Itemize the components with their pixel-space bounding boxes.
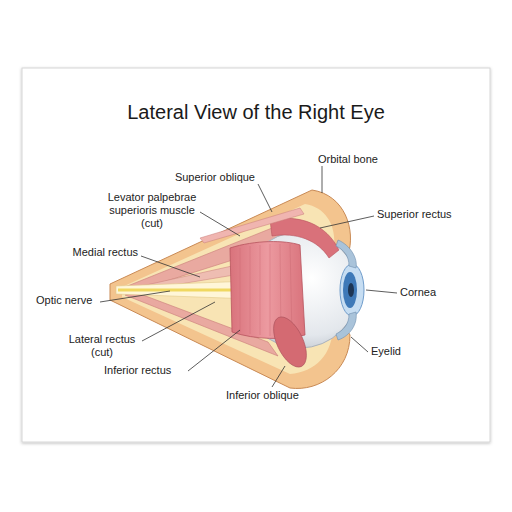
leader-lines [100, 166, 397, 387]
title: Lateral View of the Right Eye [0, 100, 512, 124]
part-label: Superior oblique [160, 171, 255, 184]
part-label: Inferior rectus [104, 364, 171, 377]
pupil [348, 283, 354, 297]
iris [343, 272, 357, 308]
upper-eyelid [336, 240, 356, 268]
part-label: Inferior oblique [226, 389, 299, 402]
part-label: Cornea [400, 286, 436, 299]
cornea-shape [340, 264, 364, 316]
part-label: Eyelid [371, 345, 401, 358]
part-label: Superior rectus [377, 208, 452, 221]
part-label: Medial rectus [48, 246, 138, 259]
part-label: Optic nerve [36, 294, 92, 307]
inferior-oblique-muscle [267, 312, 313, 372]
lower-eyelid [336, 312, 356, 340]
superior-rectus-muscle [270, 218, 339, 258]
superior-oblique-muscle [200, 208, 304, 243]
part-label: Orbital bone [318, 153, 378, 166]
part-label: Lateral rectus (cut) [62, 333, 142, 359]
poster-frame [22, 68, 490, 442]
part-label: Levator palpebrae superioris muscle (cut… [102, 191, 202, 230]
